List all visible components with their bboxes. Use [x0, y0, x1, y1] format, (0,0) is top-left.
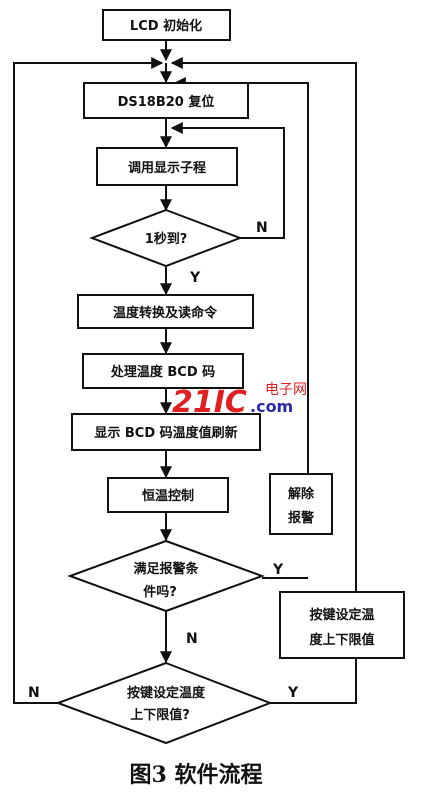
node-display-refresh-label: 显示 BCD 码温度值刷新 [94, 425, 237, 441]
node-constant-temp-label: 恒温控制 [142, 488, 194, 504]
node-release-alarm: 解除 报警 [269, 473, 333, 535]
figure-caption: 图3 软件流程 [130, 762, 263, 788]
node-ds18b20-reset-label: DS18B20 复位 [118, 94, 215, 110]
node-lcd-init-label: LCD 初始化 [130, 18, 202, 34]
edge-label-alarm-yes: Y [272, 562, 284, 578]
watermark-cn: 电子网 [265, 382, 307, 398]
node-ds18b20-reset: DS18B20 复位 [83, 82, 249, 119]
node-convert-read-label: 温度转换及读命令 [113, 305, 218, 321]
edge-label-alarm-no: N [186, 631, 198, 647]
node-alarm-condition: 满足报警条 件吗? [67, 539, 265, 613]
node-constant-temp: 恒温控制 [107, 477, 229, 513]
node-key-set-decision-line2: 上下限值? [130, 707, 190, 723]
node-one-second: 1秒到? [89, 208, 243, 268]
edge-label-key-yes: Y [287, 685, 299, 701]
node-release-alarm-line1: 解除 [287, 486, 315, 502]
edge-labels: N Y Y N N Y [28, 220, 299, 701]
edge-one-second-no [170, 122, 285, 239]
edge-label-one-second-no: N [256, 220, 268, 236]
node-convert-read: 温度转换及读命令 [77, 294, 254, 329]
node-lcd-init: LCD 初始化 [102, 9, 231, 41]
node-key-set-box-line1: 按键设定温 [309, 607, 374, 623]
edges [13, 40, 357, 704]
node-key-set-box-line2: 度上下限值 [309, 632, 374, 648]
node-one-second-label: 1秒到? [145, 231, 188, 247]
node-alarm-condition-line1: 满足报警条 [133, 561, 199, 577]
node-key-set-decision: 按键设定温度 上下限值? [55, 661, 273, 745]
node-key-set-decision-line1: 按键设定温度 [127, 685, 206, 701]
node-release-alarm-line2: 报警 [288, 510, 314, 526]
edge-label-key-no: N [28, 685, 40, 701]
node-call-display-label: 调用显示子程 [128, 161, 206, 176]
node-alarm-condition-line2: 件吗? [143, 584, 177, 600]
node-call-display: 调用显示子程 [96, 147, 238, 186]
node-process-bcd: 处理温度 BCD 码 [82, 353, 244, 389]
node-process-bcd-label: 处理温度 BCD 码 [110, 364, 215, 380]
node-key-set-box: 按键设定温 度上下限值 [279, 591, 405, 659]
edge-key-no-loop [13, 57, 164, 704]
node-display-refresh: 显示 BCD 码温度值刷新 [71, 413, 261, 451]
edge-label-one-second-yes: Y [189, 270, 201, 286]
watermark-domain: .com [250, 397, 293, 416]
edge-key-yes-loop [170, 57, 357, 704]
